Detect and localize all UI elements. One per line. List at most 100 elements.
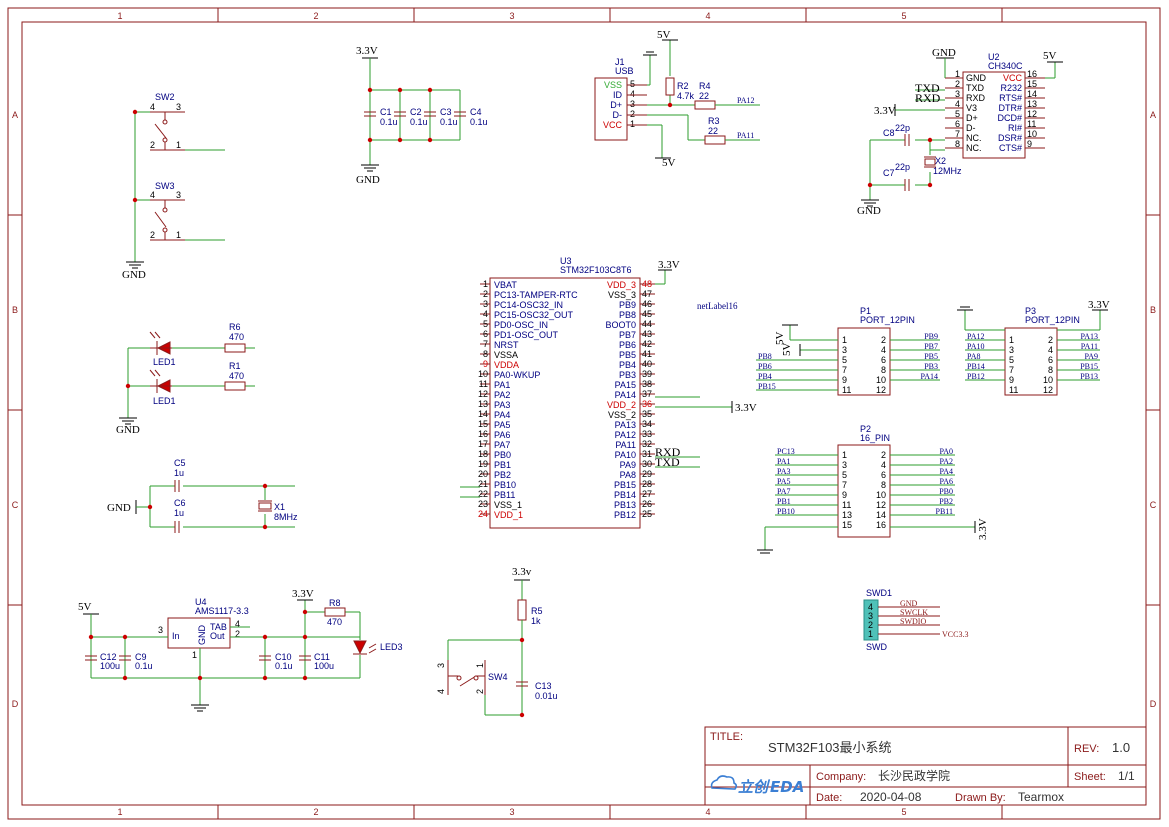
header-pin-num: 15 <box>842 520 852 530</box>
c2-value: 0.1u <box>410 117 428 127</box>
mcu-pin-num: 45 <box>642 309 652 319</box>
header-pin-num: 6 <box>1048 355 1053 365</box>
mcu-pin-num: 21 <box>478 479 488 489</box>
r5-ref: R5 <box>531 606 543 616</box>
mcu-pin-num: 9 <box>483 359 488 369</box>
sw2-pin-3: 3 <box>176 102 181 112</box>
c1-ref: C1 <box>380 107 392 117</box>
header-pin-num: 1 <box>1009 335 1014 345</box>
company-value: 长沙民政学院 <box>878 768 950 783</box>
ch340-pin-name: TXD <box>966 83 985 93</box>
r4-symbol <box>694 100 716 110</box>
p2-ref: P2 <box>860 424 871 434</box>
zone-label-bottom-1: 1 <box>117 807 122 817</box>
sw3-pin-4: 4 <box>150 190 155 200</box>
drawing-title: STM32F103最小系统 <box>768 740 892 755</box>
net-label: PB3 <box>924 362 938 371</box>
mcu-pin-num: 48 <box>642 279 652 289</box>
r3-value: 22 <box>708 126 718 136</box>
header-pin-num: 12 <box>876 385 886 395</box>
mcu-net-label-16: netLabel16 <box>697 301 738 311</box>
c11-symbol <box>299 655 311 661</box>
reset-circuit: 3.3v SW4 3 4 1 2 R5 1k C13 0.01u <box>436 566 558 718</box>
mcu-pin-name: PA12 <box>615 430 636 440</box>
mcu-pin-name: PB7 <box>619 330 636 340</box>
drawn-by-label: Drawn By: <box>955 792 1006 804</box>
sw2-ref: SW2 <box>155 92 175 102</box>
mcu-pin-num: 41 <box>642 349 652 359</box>
logo-text-prefix: 立创 <box>738 778 771 796</box>
mcu-pin-name: PA6 <box>494 430 510 440</box>
ch340-pin-num: 2 <box>955 79 960 89</box>
c5-symbol <box>174 480 180 492</box>
ch340-pin-num: 12 <box>1027 109 1037 119</box>
header-pin-num: 8 <box>1048 365 1053 375</box>
ldo-5v-label: 5V <box>78 601 92 613</box>
c1-value: 0.1u <box>380 117 398 127</box>
c6-ref: C6 <box>174 498 186 508</box>
ch340-pin-name: DSR# <box>998 133 1022 143</box>
header-pin-num: 13 <box>842 510 852 520</box>
c9-value: 0.1u <box>135 661 153 671</box>
net-label: PB15 <box>1080 362 1098 371</box>
c6-symbol <box>174 521 180 533</box>
reset-3v3-label: 3.3v <box>512 566 532 578</box>
zone-label-top-1: 1 <box>117 11 122 21</box>
header-pin-num: 4 <box>881 460 886 470</box>
zone-label-left-a: A <box>12 110 18 120</box>
mcu-pin-name: VBAT <box>494 280 517 290</box>
mcu-pin-name: PB8 <box>619 310 636 320</box>
sw2-symbol: SW2 4 3 2 1 <box>132 92 185 151</box>
led1-a-ref: LED1 <box>153 357 176 367</box>
swd-net-label: SWCLK <box>900 608 928 617</box>
gnd-symbol <box>119 417 137 425</box>
c7-symbol <box>904 179 910 191</box>
title-label: TITLE: <box>710 731 743 743</box>
mcu-pin-name: PA7 <box>494 440 510 450</box>
net-label: PA4 <box>940 467 954 476</box>
net-label: PA1 <box>777 457 791 466</box>
ch340-pin-name: CTS# <box>999 143 1022 153</box>
mcu-pin-name: PB5 <box>619 350 636 360</box>
header-pin-num: 16 <box>876 520 886 530</box>
ams1117-regulator: U4 AMS1117-3.3 In GND TAB Out 3 1 4 2 5V… <box>78 588 403 712</box>
mcu-pin-num: 38 <box>642 379 652 389</box>
mcu-pin-num: 42 <box>642 339 652 349</box>
net-label: PA2 <box>940 457 954 466</box>
usb-pin-num-2: 2 <box>630 109 635 119</box>
p1-ref: P1 <box>860 306 871 316</box>
sw4-pin-2: 2 <box>475 689 485 694</box>
header-pin-num: 2 <box>1048 335 1053 345</box>
mcu-pin-num: 36 <box>642 399 652 409</box>
date-value: 2020-04-08 <box>860 790 922 804</box>
zone-label-top-2: 2 <box>313 11 318 21</box>
mcu-vdd2-3v3-label: 3.3V <box>735 402 757 414</box>
mcu-pin-name: PA11 <box>615 440 636 450</box>
c5-ref: C5 <box>174 458 186 468</box>
usb-pin-name-id: ID <box>613 90 623 100</box>
header-pin-num: 1 <box>842 335 847 345</box>
logo-text-suffix: EDA <box>770 778 804 796</box>
ch340-right-pins: 16VCC15R23214RTS#13DTR#12DCD#11RI#10DSR#… <box>997 69 1045 153</box>
net-label: PB1 <box>777 497 791 506</box>
header-pin-num: 2 <box>881 450 886 460</box>
mcu-pin-name: PD0-OSC_IN <box>494 320 548 330</box>
mcu-pin-num: 1 <box>483 279 488 289</box>
net-label: PA0 <box>940 447 954 456</box>
c4-value: 0.1u <box>470 117 488 127</box>
mcu-pin-num: 10 <box>478 369 488 379</box>
header-pin-num: 12 <box>876 500 886 510</box>
p1-3v3-pin-label: 5V <box>774 332 786 346</box>
swd-pin-num: 4 <box>868 602 873 612</box>
r1-value: 470 <box>229 371 244 381</box>
ldo-pin-in: In <box>172 631 180 641</box>
usb-pin-name-vss: VSS <box>604 80 622 90</box>
c10-ref: C10 <box>275 652 292 662</box>
p3-ref: P3 <box>1025 306 1036 316</box>
mcu-pin-num: 20 <box>478 469 488 479</box>
x2-value: 12MHz <box>933 166 962 176</box>
